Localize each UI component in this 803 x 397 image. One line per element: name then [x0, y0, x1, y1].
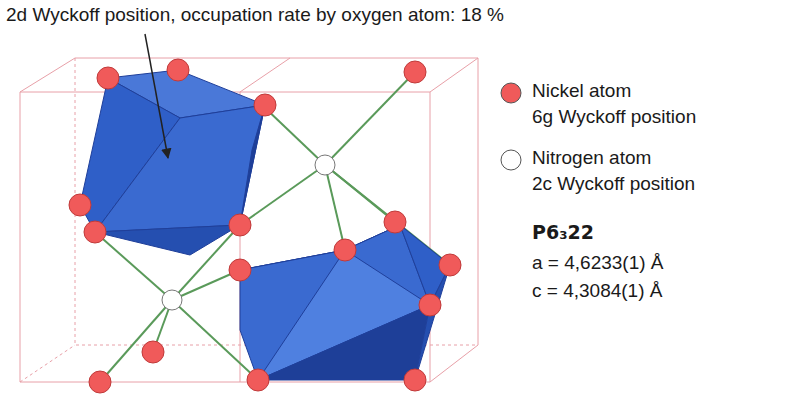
unit-cell [20, 58, 478, 382]
legend-label: Nitrogen atom [532, 147, 651, 169]
octahedron [80, 70, 265, 255]
callout-text: 2d Wyckoff position, occupation rate by … [6, 4, 504, 26]
space-group: P6₃22 [532, 222, 594, 244]
wyckoff-label: 6g Wyckoff position [532, 106, 696, 128]
wyckoff-label: 2c Wyckoff position [532, 173, 695, 195]
octahedron [240, 225, 450, 380]
legend-label: Nickel atom [532, 80, 631, 102]
lattice-parameter: c = 4,3084(1) Å [532, 280, 662, 302]
legend-swatch [500, 149, 522, 171]
lattice-parameter: a = 4,6233(1) Å [532, 252, 664, 274]
leader-line [145, 34, 168, 158]
legend-swatch [500, 82, 522, 104]
nitrogen-atoms [162, 155, 335, 310]
nickel-atoms [69, 59, 461, 393]
